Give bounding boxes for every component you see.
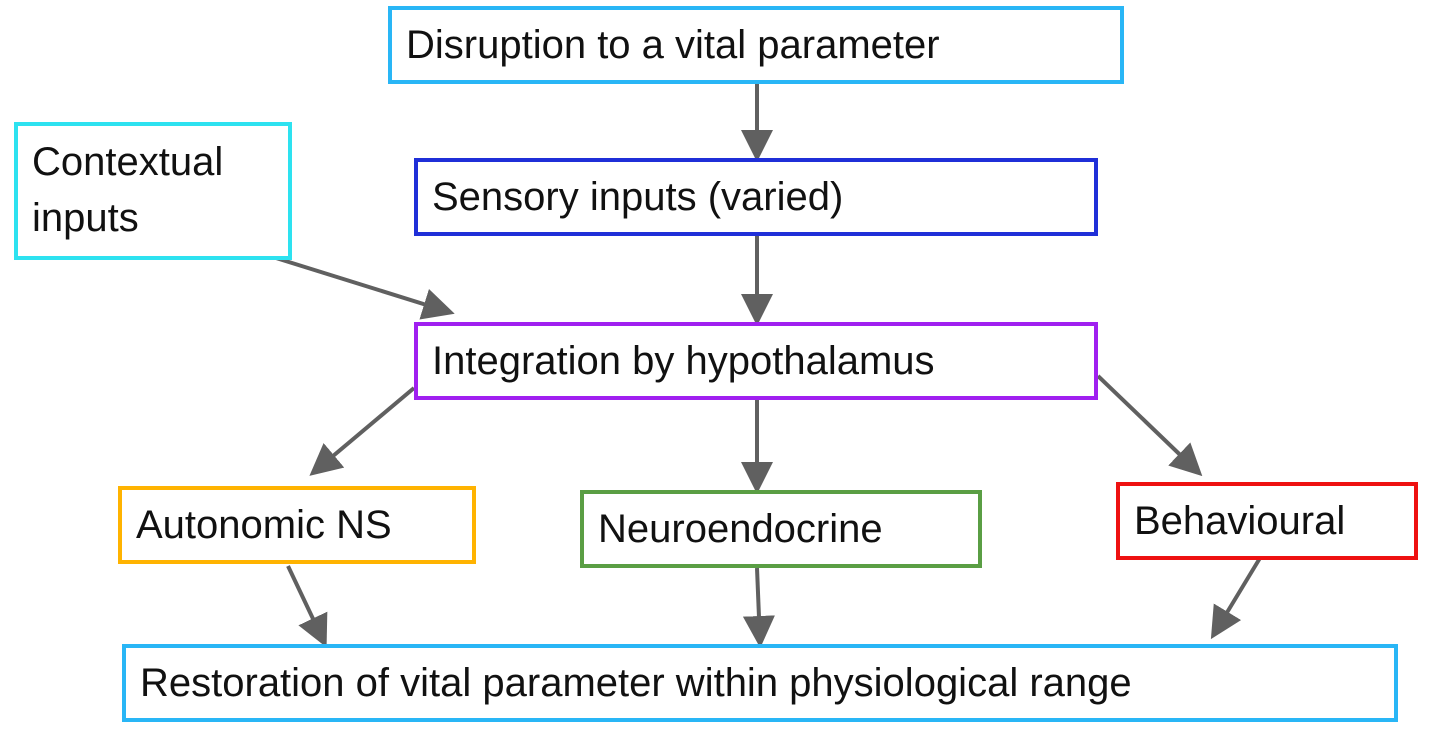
node-behavioural-label: Behavioural [1134,499,1346,543]
node-autonomic-ns: Autonomic NS [118,486,476,564]
node-contextual-inputs: Contextual inputs [14,122,292,260]
arrow-integration-to-behavioural [1096,374,1203,477]
node-integration-by-hypothalamus: Integration by hypothalamus [414,322,1098,400]
node-restoration-label: Restoration of vital parameter within ph… [140,661,1132,705]
node-sensory-inputs: Sensory inputs (varied) [414,158,1098,236]
node-neuroendocrine-label: Neuroendocrine [598,507,883,551]
node-autonomic-label: Autonomic NS [136,503,392,547]
arrow-contextual-to-integration [275,256,455,320]
node-neuroendocrine: Neuroendocrine [580,490,982,568]
arrow-neuroendocrine-to-restoration [742,567,775,648]
node-behavioural: Behavioural [1116,482,1418,560]
node-disruption-label: Disruption to a vital parameter [406,23,940,67]
arrow-autonomic-to-restoration [286,565,328,648]
node-sensory-label: Sensory inputs (varied) [432,175,844,219]
node-integration-label: Integration by hypothalamus [432,339,935,383]
node-restoration-of-vital-parameter: Restoration of vital parameter within ph… [122,644,1398,722]
node-contextual-label: Contextual inputs [32,140,224,240]
node-disruption-to-vital-parameter: Disruption to a vital parameter [388,6,1124,84]
arrow-integration-to-autonomic [309,386,416,476]
arrow-behavioural-to-restoration [1210,556,1262,640]
